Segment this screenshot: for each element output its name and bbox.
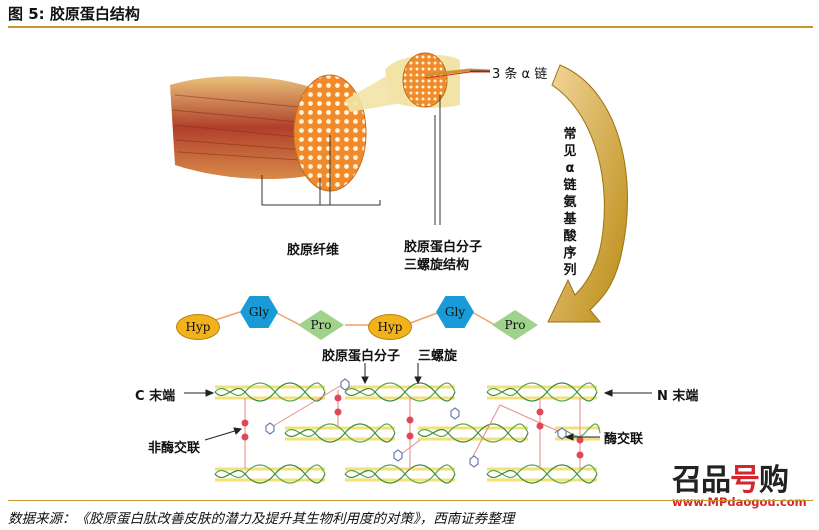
sequence-item-hyp-2: Hyp xyxy=(368,314,412,340)
curved-arrow xyxy=(547,64,628,323)
sequence-item-hyp-1: Hyp xyxy=(176,314,220,340)
collagen-fiber-bundle xyxy=(170,74,367,192)
collagen-molecule-label: 胶原蛋白分子 xyxy=(404,240,483,255)
sequence-item-gly-1: Gly xyxy=(240,296,278,328)
crosslinks xyxy=(241,378,584,469)
triple-helix-label: 三螺旋 xyxy=(418,349,458,364)
non-enzymatic-crosslink-label: 非酶交联 xyxy=(148,441,201,456)
watermark-url: www.MPdaogou.com xyxy=(672,495,807,509)
figure-title: 图 5: 胶原蛋白结构 xyxy=(8,5,140,23)
alpha-chains-label: 3 条 α 链 xyxy=(492,67,548,82)
molecule-label: 胶原蛋白分子 xyxy=(322,349,401,364)
figure-source: 数据来源：《胶原蛋白肽改善皮肤的潜力及提升其生物利用度的对策》，西南证券整理 xyxy=(8,511,515,527)
triple-helix-strands xyxy=(214,382,601,484)
triple-helix-structure-label: 三螺旋结构 xyxy=(404,258,470,273)
top-rule xyxy=(8,26,813,28)
watermark-logo: 召品号购 xyxy=(672,463,789,498)
c-terminus-label: C 末端 xyxy=(135,389,176,404)
sequence-item-gly-2: Gly xyxy=(436,296,474,328)
common-sequence-label: 常见α链氨基酸序列 xyxy=(563,127,577,278)
watermark: 召品号购 www.MPdaogou.com xyxy=(672,455,807,509)
label-arrows xyxy=(184,363,652,441)
bottom-rule xyxy=(8,500,813,501)
fiber-pointer-lines xyxy=(261,70,490,225)
collagen-fiber-label: 胶原纤维 xyxy=(287,243,340,258)
enzymatic-crosslink-label: 酶交联 xyxy=(604,432,644,447)
collagen-fibril xyxy=(345,52,491,112)
n-terminus-label: N 末端 xyxy=(657,389,699,404)
